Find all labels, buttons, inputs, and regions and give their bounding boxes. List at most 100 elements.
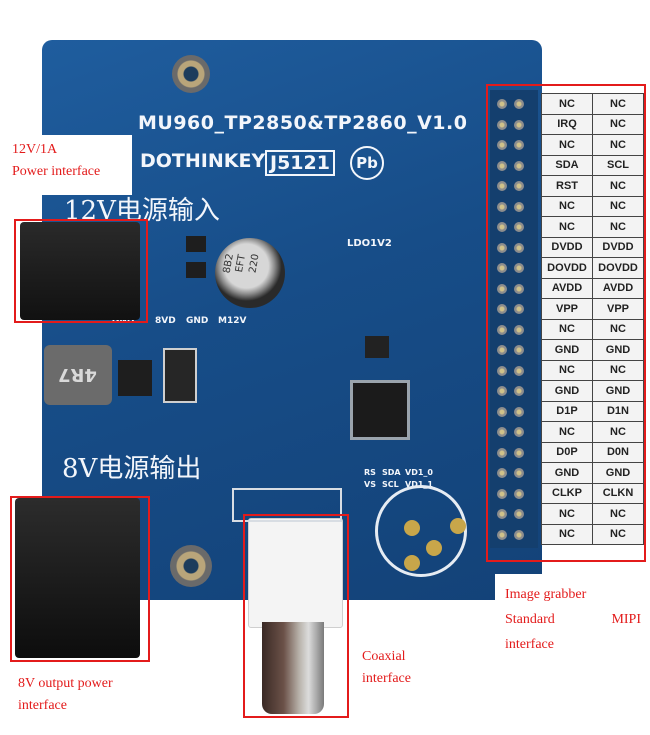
ic-smd-2 (186, 262, 206, 278)
header-pin (514, 283, 524, 294)
pin-right: GND (592, 339, 644, 361)
pin-left: NC (541, 93, 593, 115)
annotation-coax-line2: interface (362, 671, 411, 686)
header-pin (514, 406, 524, 417)
header-pin (497, 263, 507, 273)
annotation-mipi-line1: Image grabber (505, 587, 587, 602)
header-pin (497, 222, 507, 232)
header-pin (514, 365, 524, 376)
header-pin (514, 427, 524, 437)
pin-right: NC (592, 134, 644, 156)
pin-left: NC (541, 359, 593, 381)
label-vd1-0: VD1_0 (405, 468, 433, 477)
header-pin (514, 386, 524, 396)
ic-smd-1 (186, 236, 206, 252)
label-vs: VS (364, 480, 376, 489)
header-pin (497, 160, 507, 171)
header-pin (514, 529, 524, 540)
annotation-mipi: Image grabber Standard MIPI interface (495, 574, 641, 672)
output-label: 8V电源输出 (62, 454, 202, 484)
annotation-coax: Coaxial interface (352, 638, 438, 706)
header-pin (514, 447, 524, 458)
input-label: 12V电源输入 (64, 196, 220, 226)
header-pin (497, 181, 507, 191)
header-pin (514, 488, 524, 499)
header-pin (514, 468, 524, 478)
board-brand: DOTHINKEY (140, 150, 266, 172)
annotation-mipi-line2: Standard MIPI (505, 607, 641, 632)
header-pin (497, 304, 507, 314)
annotation-coax-line1: Coaxial (362, 649, 406, 664)
annotation-power-in: 12V/1A Power interface (0, 135, 132, 195)
header-pin (514, 222, 524, 232)
ic-small-1 (118, 360, 152, 396)
mounting-hole-bottom (170, 545, 212, 587)
label-sda: SDA (382, 468, 401, 477)
header-pin (514, 99, 524, 109)
label-vd1-1: VD1_1 (405, 480, 433, 489)
pin-right: VPP (592, 298, 644, 320)
header-pin (497, 242, 507, 253)
header-pin (497, 324, 507, 335)
pin-right: NC (592, 523, 644, 545)
header-pin (497, 283, 507, 294)
header-pin (514, 181, 524, 191)
label-rs: RS (364, 468, 376, 477)
coax-connector-barrel (262, 622, 324, 714)
header-pin (514, 509, 524, 519)
output-connector (15, 498, 140, 658)
header-pin (497, 509, 507, 519)
coax-pad-3 (450, 518, 466, 534)
pb-free-mark: Pb (350, 146, 384, 180)
header-pin (497, 386, 507, 396)
header-pin (497, 140, 507, 150)
pin-right: AVDD (592, 277, 644, 299)
annotation-power-in-line1: 12V/1A (12, 142, 58, 157)
ic-ldo (365, 336, 389, 358)
pin-right: D1N (592, 400, 644, 422)
coax-connector-housing (248, 518, 343, 628)
header-pin (514, 119, 524, 130)
coax-pad-4 (404, 555, 420, 571)
coax-pad-2 (426, 540, 442, 556)
header-pin (514, 201, 524, 212)
header-pin (497, 529, 507, 540)
label-scl: SCL (382, 480, 399, 489)
ic-main (350, 380, 410, 440)
header-pin (497, 99, 507, 109)
header-pin (497, 119, 507, 130)
highlight-mipi (486, 84, 646, 562)
highlight-coax (243, 514, 349, 718)
header-pin (514, 345, 524, 355)
pin-right: DOVDD (592, 257, 644, 279)
capacitor (215, 238, 285, 308)
pin-right: CLKN (592, 482, 644, 504)
coax-connector-seat (232, 488, 342, 522)
pin-left: NC (541, 195, 593, 217)
pin-left: GND (541, 380, 593, 402)
header-pin (514, 140, 524, 150)
header-pin (497, 427, 507, 437)
highlight-power-out (10, 496, 150, 662)
annotation-mipi-line3: interface (505, 637, 554, 652)
inductor-text: 4R7 (58, 364, 97, 385)
pin-left: DVDD (541, 236, 593, 258)
header-pin (497, 345, 507, 355)
header-pin (514, 324, 524, 335)
header-pin (497, 447, 507, 458)
diode (163, 348, 197, 403)
coax-footprint (375, 485, 467, 577)
label-gnd-2: GND (186, 316, 209, 326)
